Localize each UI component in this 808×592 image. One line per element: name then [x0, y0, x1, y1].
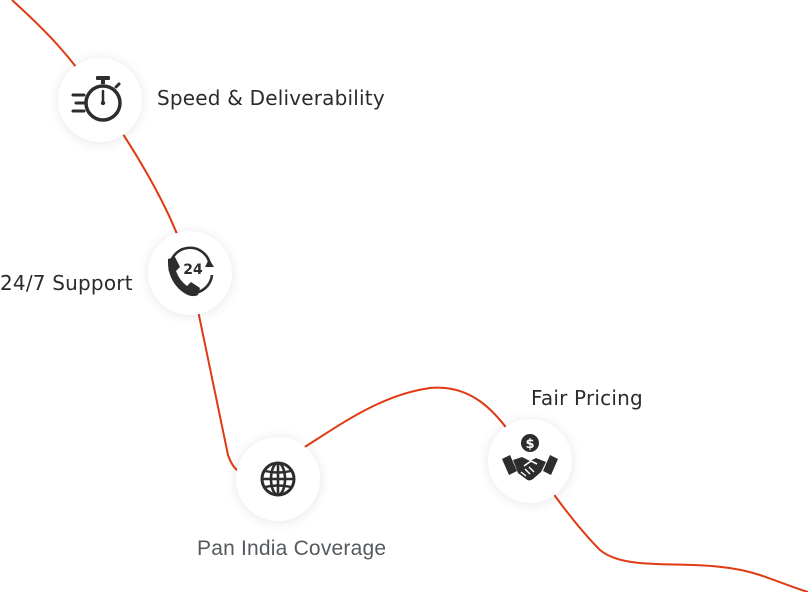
- label-support: 24/7 Support: [0, 271, 133, 295]
- node-pricing: $: [488, 419, 572, 503]
- support-24-text: 24: [183, 262, 203, 278]
- label-pricing: Fair Pricing: [531, 386, 643, 410]
- node-support: 24: [148, 231, 232, 315]
- handshake-dollar-icon: $: [502, 434, 558, 481]
- stopwatch-icon: [71, 76, 122, 122]
- label-speed: Speed & Deliverability: [157, 86, 385, 110]
- node-coverage: [236, 437, 320, 521]
- dollar-text: $: [525, 437, 534, 452]
- node-speed: [58, 58, 142, 142]
- globe-icon: [260, 461, 296, 497]
- phone-24-icon: 24: [167, 246, 214, 297]
- connector-path: [11, 0, 808, 592]
- label-coverage: Pan India Coverage: [197, 537, 387, 560]
